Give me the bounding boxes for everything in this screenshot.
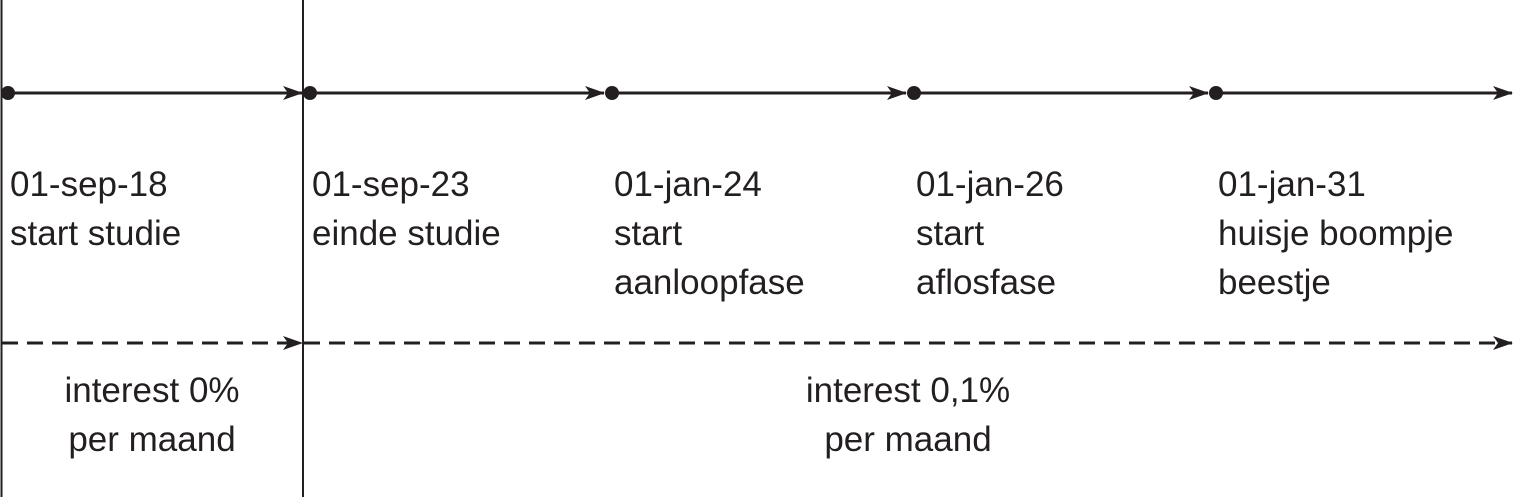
milestone-description: aflosfase [916, 263, 1057, 302]
milestone-description: aanloopfase [614, 263, 805, 302]
interest-period-label-1: interest 0% per maand [2, 366, 302, 464]
milestone-date: 01-jan-31 [1218, 165, 1366, 204]
milestone-description: huisje boompje [1218, 214, 1454, 253]
milestone-date: 01-sep-23 [312, 165, 470, 204]
milestone-description: start [916, 214, 985, 253]
milestone-description: start studie [10, 214, 182, 253]
interest-unit: per maand [824, 420, 992, 459]
interest-unit: per maand [68, 420, 236, 459]
interest-rate: interest 0% [64, 371, 240, 410]
milestone-label-2: 01-sep-23 einde studie [312, 160, 501, 258]
milestone-date: 01-jan-26 [916, 165, 1064, 204]
solid-timeline [1, 86, 1513, 100]
milestone-dot-2 [303, 86, 317, 100]
milestone-dot-4 [907, 86, 921, 100]
milestone-dot-5 [1209, 86, 1223, 100]
milestone-dot-1 [1, 86, 15, 100]
milestone-date: 01-sep-18 [10, 165, 168, 204]
milestone-description: start [614, 214, 683, 253]
interest-period-label-2: interest 0,1% per maand [304, 366, 1512, 464]
milestone-description: beestje [1218, 263, 1331, 302]
milestone-date: 01-jan-24 [614, 165, 762, 204]
milestone-label-5: 01-jan-31 huisje boompje beestje [1218, 160, 1453, 307]
milestone-label-1: 01-sep-18 start studie [10, 160, 181, 258]
milestone-label-4: 01-jan-26 start aflosfase [916, 160, 1064, 307]
milestone-dot-3 [605, 86, 619, 100]
interest-rate: interest 0,1% [805, 371, 1011, 410]
milestone-description: einde studie [312, 214, 501, 253]
milestone-label-3: 01-jan-24 start aanloopfase [614, 160, 805, 307]
